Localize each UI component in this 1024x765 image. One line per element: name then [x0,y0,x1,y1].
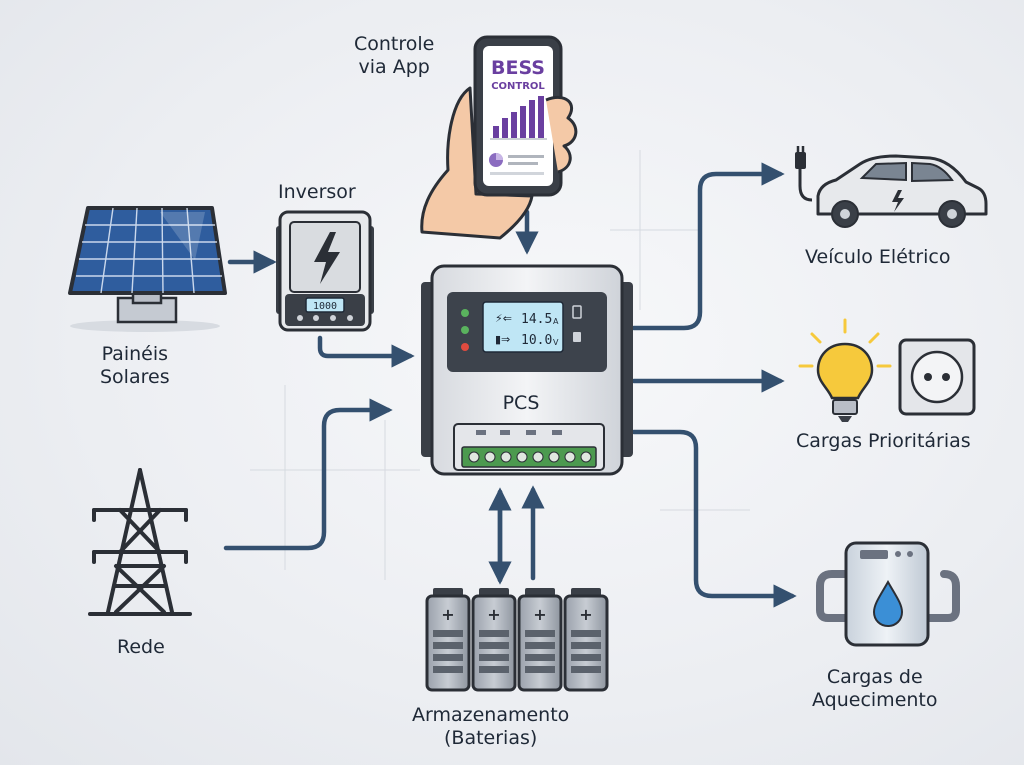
arrow-grid-to-pcs [223,398,393,551]
storage-label: Armazenamento (Baterias) [412,704,569,750]
svg-text:+: + [441,605,454,624]
battery-cell: + [563,588,609,692]
arrow-pcs-to-heating [631,429,797,608]
power-outlet-icon [898,338,976,416]
grid-label: Rede [117,636,165,658]
battery-cell: + [471,588,517,692]
ev-label: Veículo Elétrico [805,246,951,268]
electric-car-icon [795,146,988,228]
solar-panel-icon [68,206,227,332]
pcs-unit: ⚡⇐ 14.5 A ▮⇒ 10.0 V PCS [421,264,633,476]
background-guides [250,150,750,580]
solar-panels-label-line2: Solares [100,366,170,388]
solar-panels-label-line1: Painéis [101,343,169,365]
inverter-label: Inversor [278,181,356,203]
storage-label-line1: Armazenamento [412,704,570,726]
app-control-label-line1: Controle [354,33,435,55]
inverter-display-value: 1000 [313,301,337,312]
pcs-readout-voltage: 10.0 [521,333,552,348]
svg-text:+: + [533,605,546,624]
heating-loads-label: Cargas de Aquecimento [812,666,938,712]
pcs-readout-voltage-unit: V [553,338,559,347]
transmission-tower-icon [88,468,192,616]
pcs-label: PCS [503,392,540,414]
svg-text:⚡⇐: ⚡⇐ [495,312,512,325]
phone-app-icon: BESS CONTROL [420,35,578,240]
battery-cell: + [425,588,471,692]
heating-loads-label-line2: Aquecimento [812,689,938,711]
pcs-readout-current-unit: A [553,317,559,326]
app-screen-title: BESS [491,57,545,79]
battery-bank-icon: + + + + [425,588,609,692]
app-control-label: Controle via App [354,33,434,79]
storage-label-line2: (Baterias) [444,727,538,749]
arrow-inverter-to-pcs [317,335,415,368]
heating-loads-label-line1: Cargas de [826,666,923,688]
arrow-pcs-to-ev [631,162,785,331]
app-control-label-line2: via App [358,56,430,78]
flow-arrows [223,162,797,608]
inverter-icon: 1000 [276,210,374,332]
light-bulb-icon [798,318,892,422]
svg-text:+: + [579,605,592,624]
svg-text:+: + [487,605,500,624]
priority-loads-label: Cargas Prioritárias [796,430,971,452]
solar-panels-label: Painéis Solares [100,343,170,389]
pcs-readout-current: 14.5 [521,312,552,327]
svg-text:▮⇒: ▮⇒ [495,333,510,346]
app-screen-subtitle: CONTROL [491,81,545,92]
battery-cell: + [517,588,563,692]
water-heater-icon [816,541,960,647]
